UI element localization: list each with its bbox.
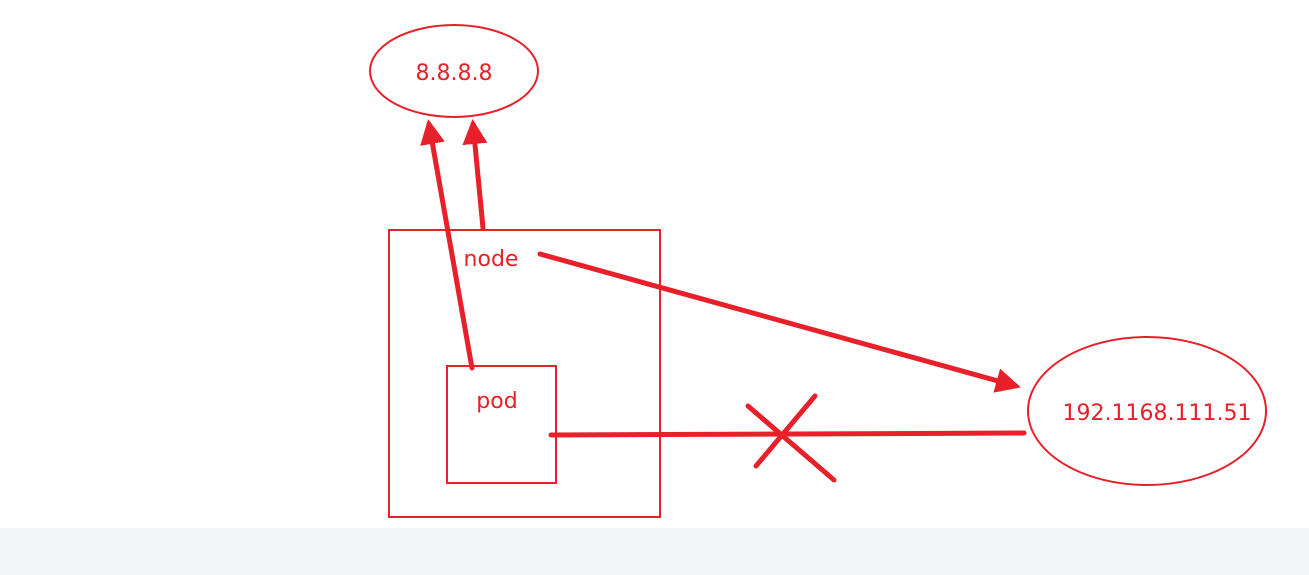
pod-label: pod: [476, 389, 517, 414]
bottom-bar: [0, 528, 1309, 575]
dns-server-label: 8.8.8.8: [416, 61, 493, 86]
x-mark-icon: [745, 393, 837, 483]
edge-pod-to-target-blocked: [548, 430, 1027, 438]
node-label: node: [464, 247, 519, 272]
target-host-node: 192.1168.111.51: [1027, 336, 1267, 486]
pod-box: pod: [446, 365, 557, 484]
edge-node-to-target: [537, 251, 1021, 393]
edge-node-to-dns: [462, 119, 488, 231]
edge-pod-to-dns: [420, 119, 475, 371]
target-host-label: 192.1168.111.51: [1063, 401, 1252, 426]
dns-server-node: 8.8.8.8: [369, 24, 539, 118]
node-box: node: [388, 229, 661, 518]
